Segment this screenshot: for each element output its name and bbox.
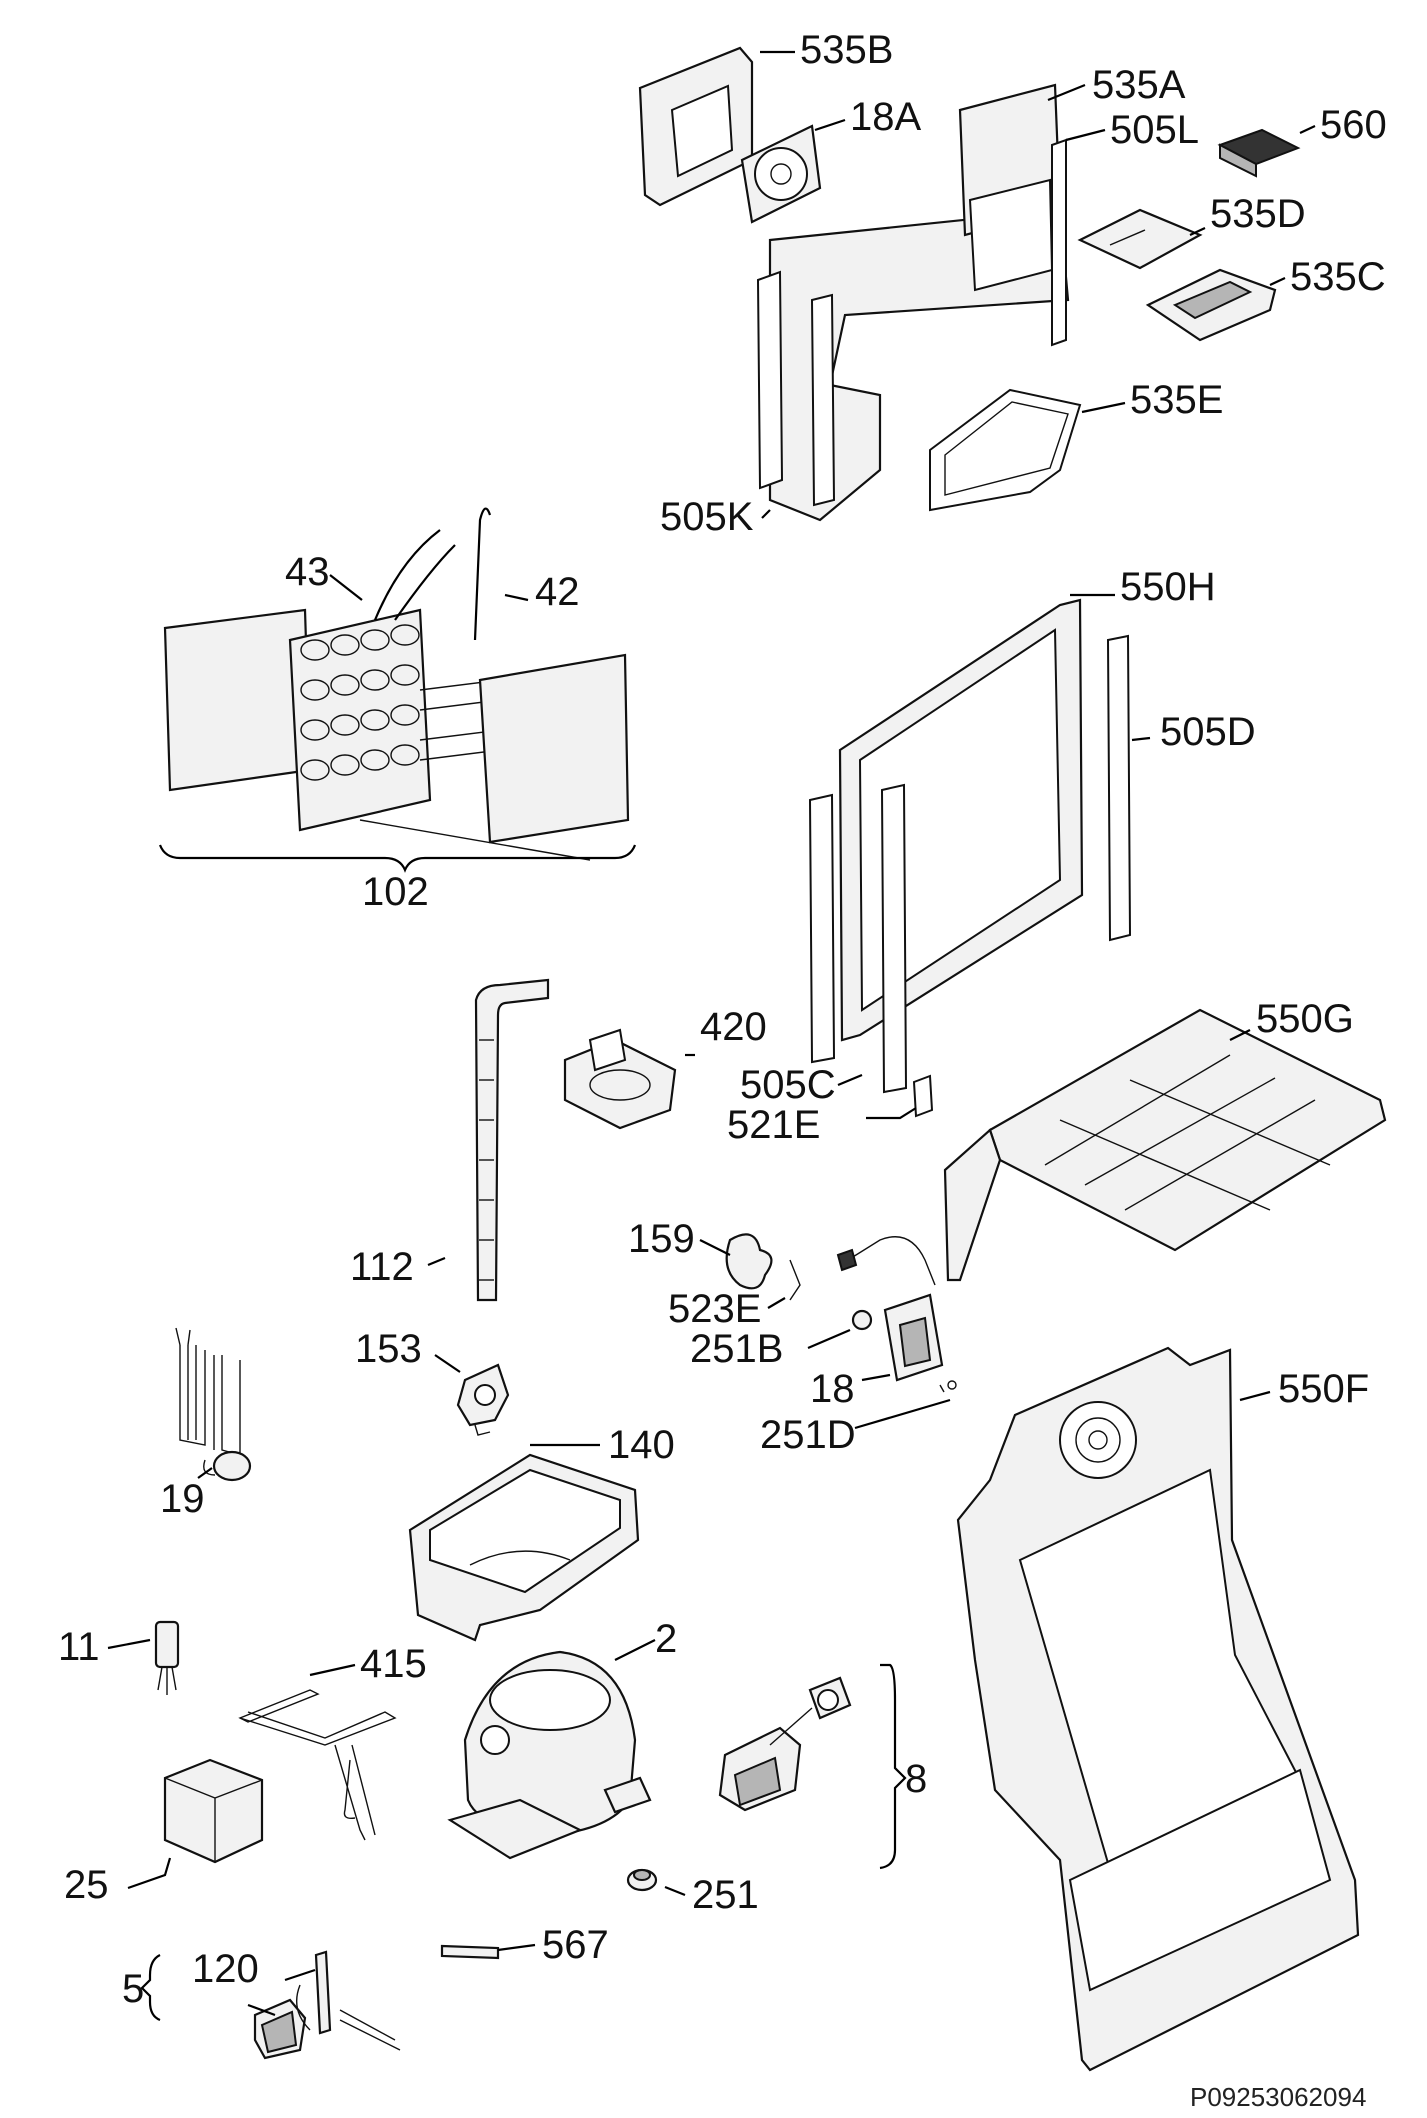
part-535E-frame [929, 388, 1082, 512]
part-2-compressor [447, 1650, 652, 1860]
label-102: 102 [362, 870, 429, 914]
label-535C: 535C [1290, 255, 1386, 299]
label-567: 567 [542, 1923, 609, 1967]
part-18-fan-motor [883, 1293, 944, 1382]
label-19: 19 [160, 1477, 205, 1521]
part-112-tube [474, 978, 550, 1302]
part-523E-wire [789, 1236, 936, 1301]
part-505D-seal [1106, 634, 1132, 942]
label-18: 18 [810, 1367, 855, 1411]
part-567-bracket [440, 1944, 500, 1960]
part-159-fan-blade [725, 1233, 773, 1290]
label-120: 120 [192, 1947, 259, 1991]
label-112: 112 [350, 1245, 414, 1289]
label-5: 5 [122, 1967, 144, 2011]
label-523E: 523E [668, 1287, 761, 1331]
label-159: 159 [628, 1217, 695, 1261]
part-251B-plug [851, 1309, 873, 1331]
label-251: 251 [692, 1873, 759, 1917]
label-8: 8 [905, 1757, 927, 1801]
label-535D: 535D [1210, 192, 1306, 236]
part-labels: 535B 535A 18A 505L 560 535D 535C 535E 50… [58, 28, 1387, 2112]
part-550G-shelf [943, 1008, 1387, 1282]
part-535A-duct-housing [768, 83, 1070, 522]
label-42: 42 [535, 570, 580, 614]
part-19-heater [175, 1327, 252, 1482]
part-550H-panel [838, 598, 1084, 1042]
part-505L-seal [1051, 138, 1067, 347]
label-43: 43 [285, 550, 330, 594]
part-535C-flap [1145, 268, 1277, 342]
label-535A: 535A [1092, 63, 1186, 107]
part-521E-clip [912, 1074, 934, 1118]
part-505C-seal [808, 783, 908, 1094]
label-535E: 535E [1130, 378, 1223, 422]
part-535D-bracket [1077, 208, 1203, 270]
label-550F: 550F [1278, 1367, 1369, 1411]
label-560: 560 [1320, 103, 1387, 147]
label-505L: 505L [1110, 108, 1199, 152]
part-560-filter [1217, 128, 1301, 178]
part-251-grommet [626, 1868, 658, 1892]
part-251D-wire [939, 1380, 957, 1393]
label-420: 420 [700, 1005, 767, 1049]
part-11-thermostat [154, 1620, 180, 1695]
part-153-valve [456, 1363, 510, 1436]
part-415-condenser [238, 1689, 397, 1841]
label-251B: 251B [690, 1327, 783, 1371]
part-535B-cover [638, 46, 754, 207]
label-153: 153 [355, 1327, 422, 1371]
part-25-cover [163, 1758, 264, 1864]
label-2: 2 [655, 1617, 677, 1661]
part-18A-fan [740, 124, 822, 224]
part-550F-back-panel [956, 1346, 1360, 2072]
label-505K: 505K [660, 495, 754, 539]
label-25: 25 [64, 1863, 109, 1907]
part-8-relay-group [718, 1676, 852, 1812]
leader-lines [107, 50, 1316, 2022]
part-420-bracket [563, 1028, 677, 1130]
label-251D: 251D [760, 1413, 856, 1457]
label-550H: 550H [1120, 565, 1216, 609]
label-18A: 18A [850, 95, 921, 139]
label-535B: 535B [800, 28, 893, 72]
label-415: 415 [360, 1642, 427, 1686]
label-521E: 521E [727, 1103, 820, 1147]
part-102-evaporator [158, 507, 637, 873]
part-5-relay [253, 1950, 401, 2060]
part-140-tray [408, 1453, 640, 1642]
part-505K-seal [756, 270, 836, 507]
document-id: P09253062094 [1190, 2082, 1366, 2112]
label-11: 11 [58, 1625, 100, 1669]
label-505C: 505C [740, 1063, 836, 1107]
label-140: 140 [608, 1423, 675, 1467]
label-550G: 550G [1256, 997, 1354, 1041]
label-505D: 505D [1160, 710, 1256, 754]
